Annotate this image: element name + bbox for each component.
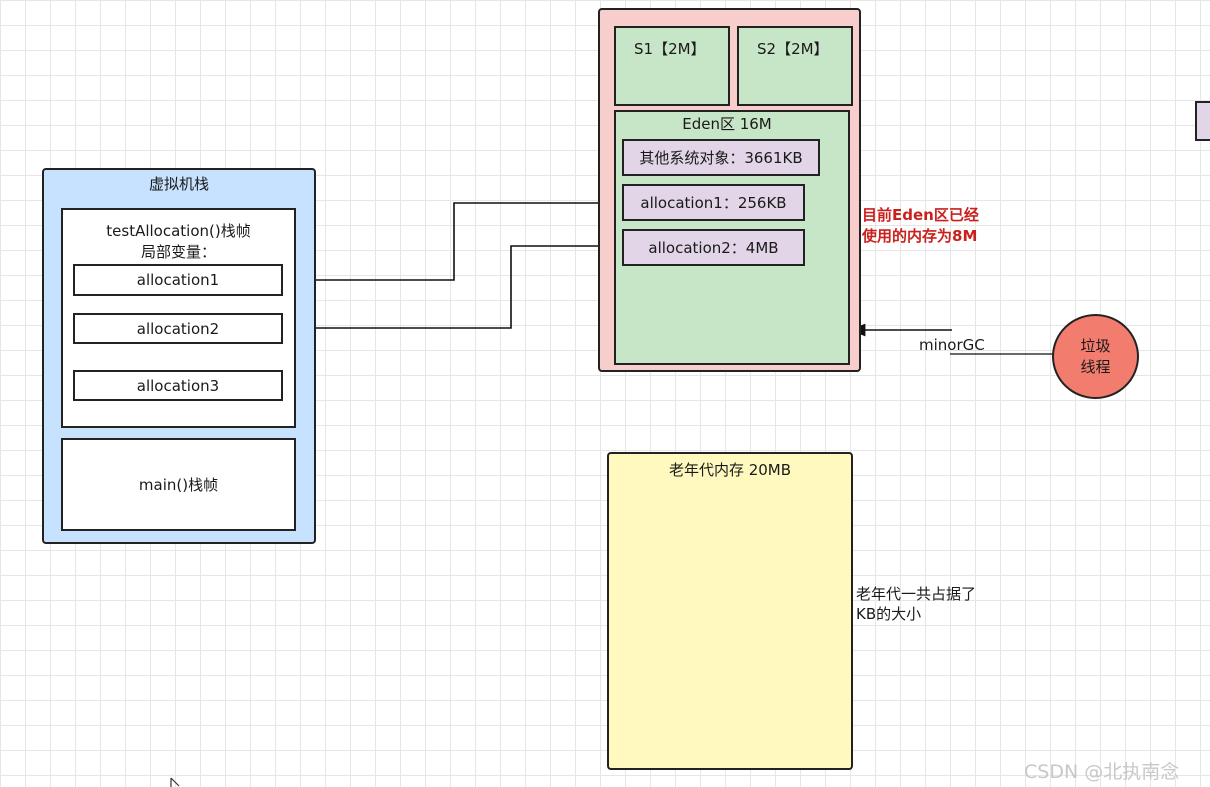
jvm-stack-title: 虚拟机栈: [148, 174, 209, 193]
eden-usage-annotation: 目前Eden区已经 使用的内存为8M: [862, 205, 979, 247]
gc-thread[interactable]: 垃圾 线程: [1052, 314, 1139, 399]
eden-title: Eden区 16M: [682, 114, 772, 133]
old-gen-annotation-line2: KB的大小: [856, 605, 922, 623]
eden-usage-line2: 使用的内存为8M: [862, 227, 978, 245]
object-system[interactable]: 其他系统对象：3661KB: [622, 139, 820, 176]
object-allocation2[interactable]: allocation2：4MB: [622, 229, 805, 266]
arrow-allocation2: [283, 239, 623, 329]
var-allocation2[interactable]: allocation2: [73, 313, 283, 344]
watermark: CSDN @北执南念: [1024, 761, 1180, 783]
object-allocation1[interactable]: allocation1：256KB: [622, 184, 805, 221]
mouse-cursor-icon: [170, 777, 180, 787]
old-generation[interactable]: [607, 452, 853, 770]
test-allocation-frame-title: testAllocation()栈帧: [106, 221, 251, 240]
gc-thread-line1: 垃圾: [1080, 336, 1111, 355]
survivor-s1[interactable]: [614, 26, 730, 106]
old-generation-title: 老年代内存 20MB: [668, 460, 792, 479]
minor-gc-label: minorGC: [919, 336, 985, 354]
var-allocation3[interactable]: allocation3: [73, 370, 283, 401]
old-gen-annotation: 老年代一共占据了 KB的大小: [856, 584, 976, 624]
arrow-allocation1: [283, 196, 623, 281]
survivor-s2[interactable]: [737, 26, 853, 106]
main-frame[interactable]: main()栈帧: [61, 438, 296, 531]
offscreen-shape: [1195, 101, 1210, 141]
survivor-s1-label: S1【2M】: [634, 40, 706, 58]
local-variables-label: 局部变量：: [140, 242, 216, 261]
var-allocation1[interactable]: allocation1: [73, 264, 283, 296]
survivor-s2-label: S2【2M】: [757, 40, 829, 58]
old-gen-annotation-line1: 老年代一共占据了: [856, 585, 977, 603]
gc-thread-line2: 线程: [1080, 357, 1111, 376]
eden-usage-line1: 目前Eden区已经: [862, 206, 979, 224]
